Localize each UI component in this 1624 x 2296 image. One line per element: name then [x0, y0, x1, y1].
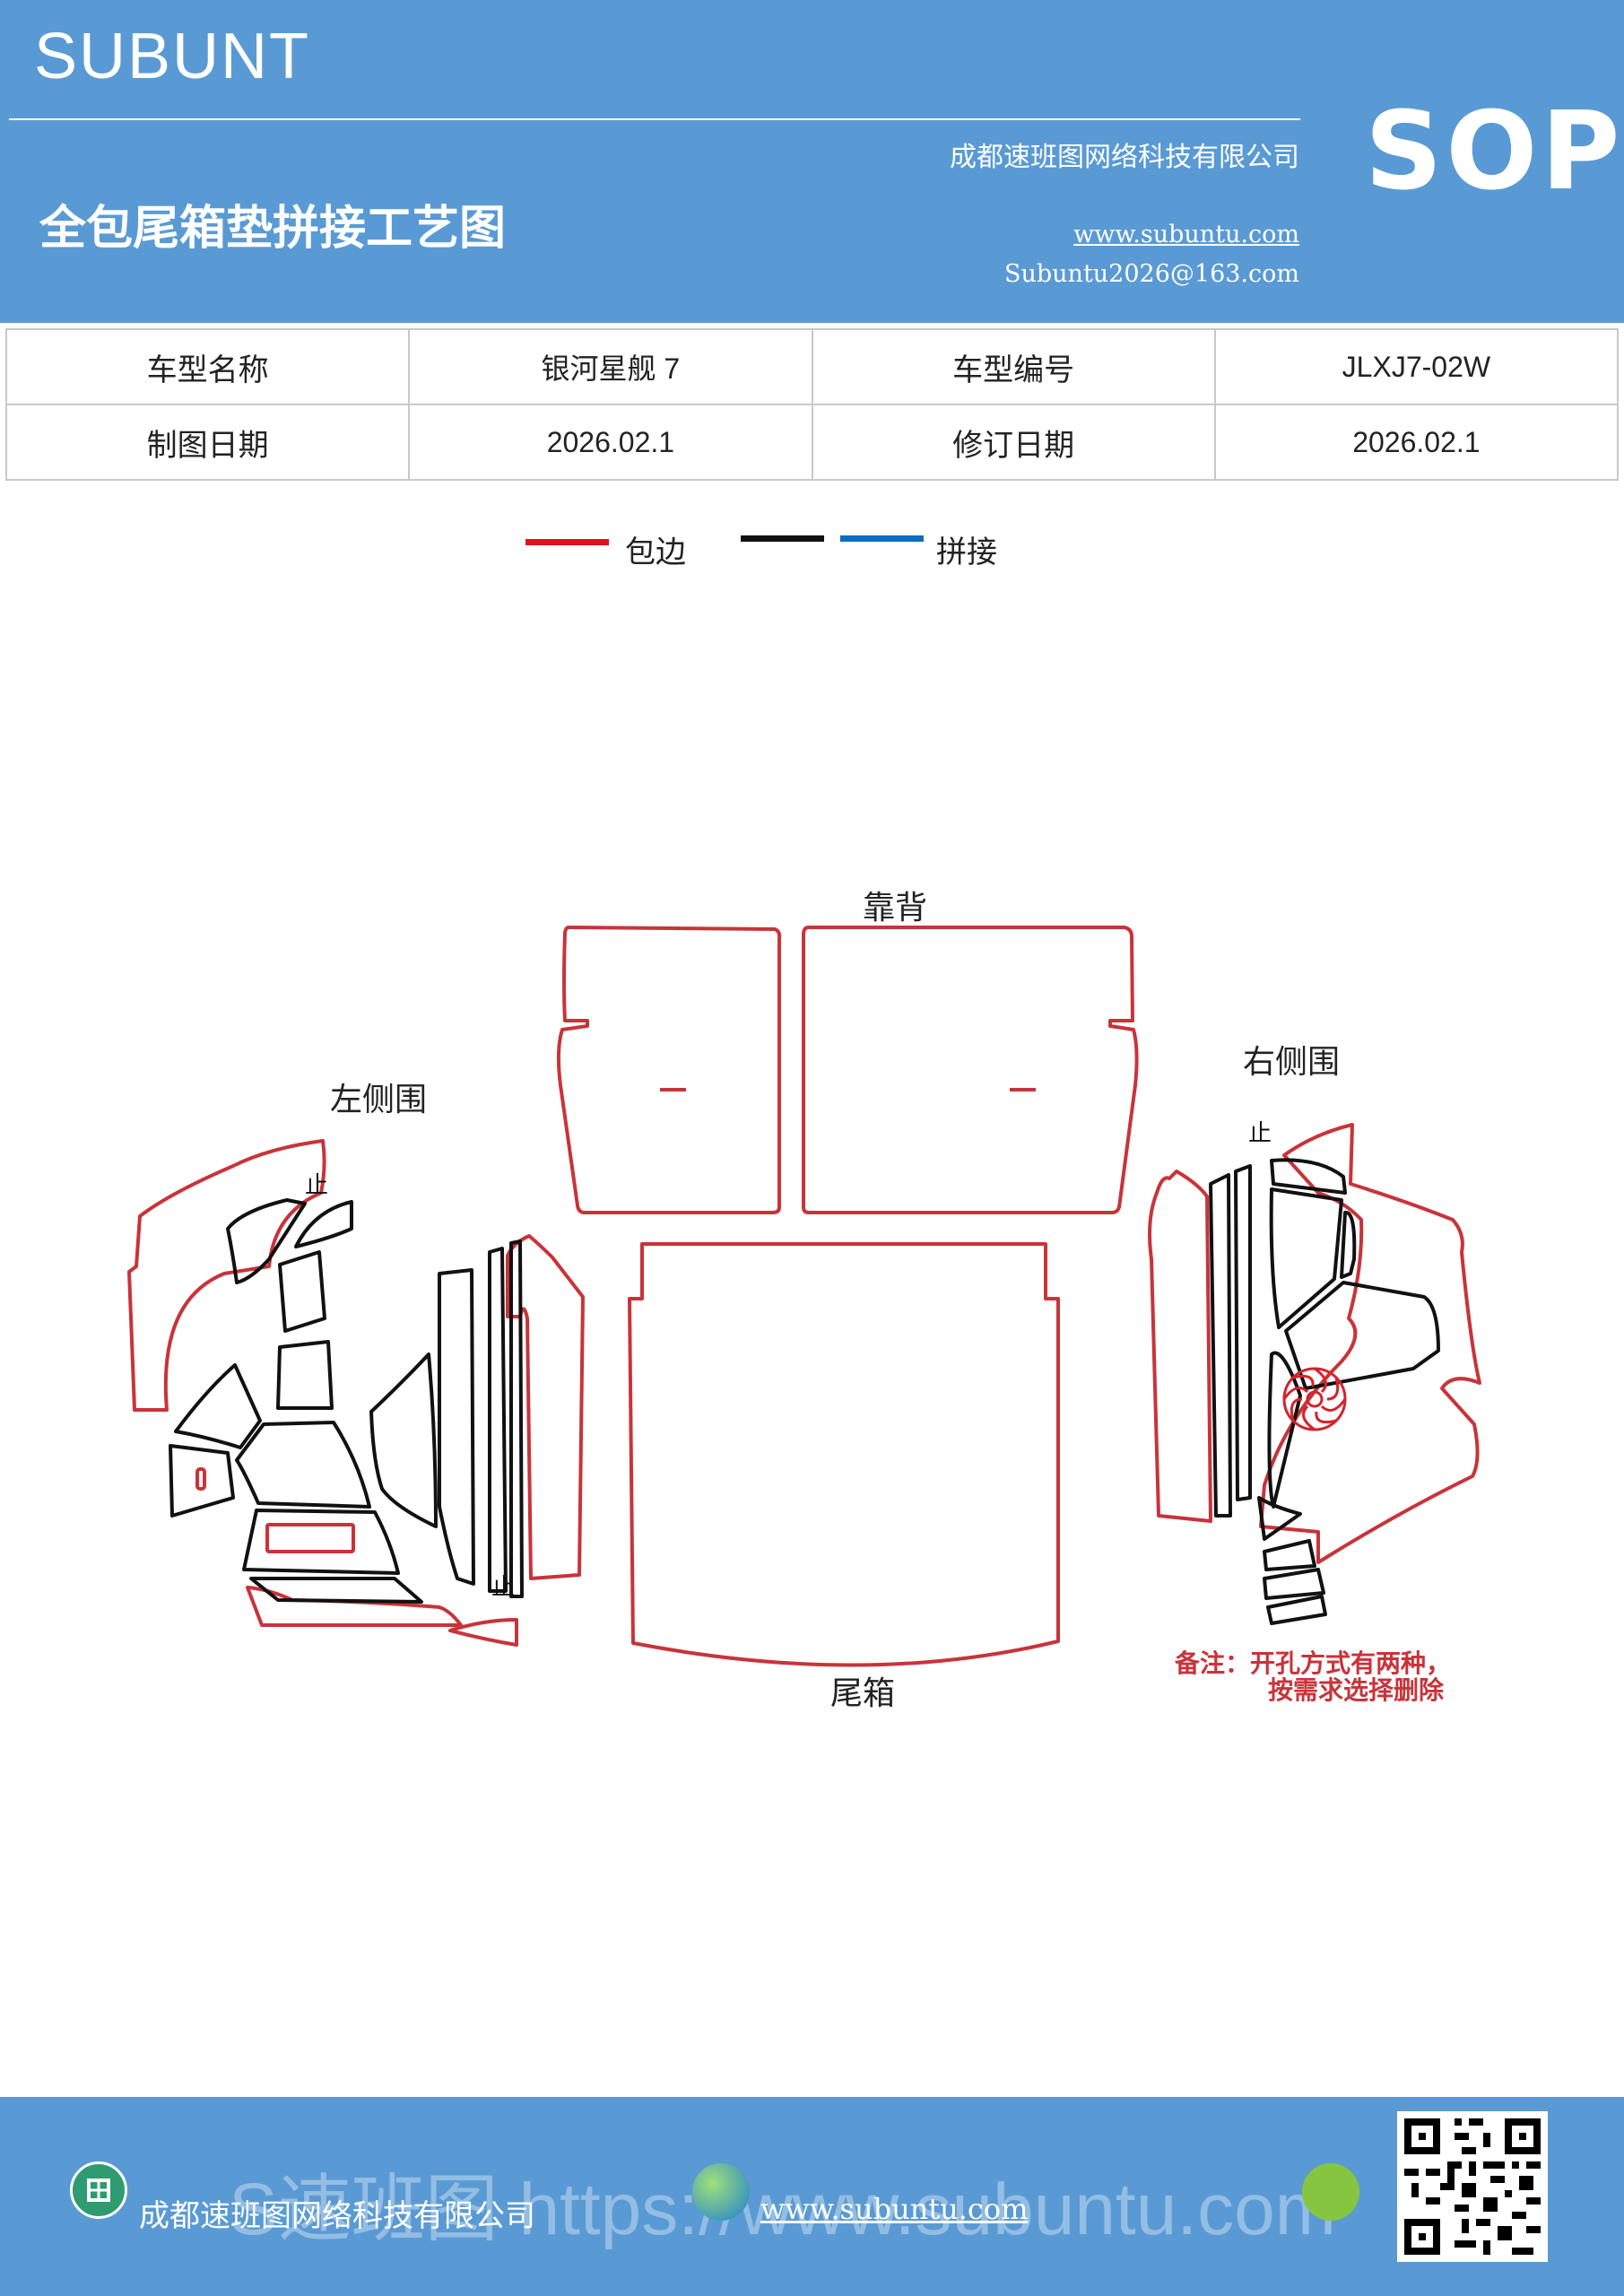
- company-name: 成都速班图网络科技有限公司: [950, 142, 1299, 173]
- table-cell-label: 车型名称: [4, 328, 411, 405]
- website-link[interactable]: www.subuntu.com: [1073, 221, 1299, 248]
- qr-code-image: [1397, 2111, 1548, 2262]
- stop-mark-left-top: 止: [305, 1172, 328, 1199]
- backrest-right-panel: [802, 926, 1139, 1214]
- left-seam-panel-h: [242, 1509, 400, 1575]
- brand-logo-text: SUBUNT: [34, 21, 311, 92]
- footer-company-name: 成都速班图网络科技有限公司: [139, 2198, 535, 2234]
- table-cell-label: 修订日期: [811, 404, 1216, 481]
- table-cell-value: JLXJ7-02W: [1213, 328, 1620, 405]
- table-row: 制图日期 2026.02.1 修订日期 2026.02.1: [4, 404, 1620, 481]
- header-divider: [9, 118, 1300, 120]
- legend-edge-label: 包边: [625, 535, 686, 570]
- left-side-hole-slot: [195, 1467, 206, 1491]
- left-side-edge: [127, 1139, 326, 1412]
- company-building-icon: [70, 2161, 127, 2219]
- right-seam-panel-j: [1209, 1173, 1232, 1518]
- note-line-2: 按需求选择删除: [1268, 1675, 1445, 1705]
- footer-website-link[interactable]: www.subuntu.com: [760, 2192, 1029, 2226]
- vehicle-info-table: 车型名称 银河星舰 7 车型编号 JLXJ7-02W 制图日期 2026.02.…: [4, 328, 1620, 481]
- right-side-edge: [1259, 1123, 1481, 1564]
- left-side-edge-strip: [506, 1234, 585, 1580]
- legend-seam-black-line: [741, 535, 824, 542]
- footer-banner: S速班图 https://www.subuntu.com 成都速班图网络科技有限…: [0, 2097, 1624, 2296]
- left-seam-panel-k: [488, 1247, 508, 1593]
- left-seam-panel-m: [249, 1577, 423, 1604]
- right-seam-panel-e: [1267, 1351, 1302, 1509]
- table-cell-value: 2026.02.1: [408, 404, 813, 481]
- legend-seam-blue-line: [840, 535, 924, 542]
- left-seam-panel-c: [278, 1250, 326, 1333]
- right-seam-panel-d: [1284, 1281, 1440, 1390]
- right-seam-panel-b: [1269, 1187, 1343, 1329]
- backrest-label: 靠背: [863, 890, 927, 926]
- table-cell-label: 车型编号: [811, 328, 1216, 405]
- right-seam-panel-a: [1270, 1158, 1347, 1195]
- right-seam-panel-c: [1340, 1211, 1357, 1279]
- left-side-hole-bar: [265, 1523, 355, 1553]
- left-side-edge-tip: [448, 1618, 518, 1647]
- right-seam-panel-h: [1263, 1568, 1325, 1600]
- sop-badge: SOP: [1365, 90, 1624, 214]
- stop-mark-right-top: 止: [1248, 1120, 1272, 1147]
- left-seam-panel-i: [369, 1352, 438, 1528]
- right-seam-panel-i: [1266, 1595, 1327, 1625]
- right-side-edge-strip: [1148, 1170, 1212, 1523]
- right-seam-panel-g: [1263, 1539, 1316, 1571]
- left-seam-panel-g: [235, 1421, 371, 1509]
- legend-seam-label: 拼接: [936, 535, 997, 570]
- wechat-icon: [1302, 2163, 1359, 2221]
- table-cell-value: 银河星舰 7: [408, 328, 813, 405]
- left-seam-panel-j: [438, 1268, 475, 1586]
- globe-icon: [692, 2163, 750, 2221]
- table-row: 车型名称 银河星舰 7 车型编号 JLXJ7-02W: [4, 328, 1620, 405]
- hole-marking-icon: [1282, 1367, 1347, 1431]
- left-seam-panel-e: [174, 1363, 262, 1449]
- note-line-1: 备注：开孔方式有两种，: [1174, 1648, 1451, 1678]
- email-address[interactable]: Subuntu2026@163.com: [1004, 260, 1299, 288]
- left-side-edge-bottom: [246, 1586, 463, 1627]
- footer-watermark: S速班图 https://www.subuntu.com: [229, 2169, 1337, 2250]
- right-side-label: 右侧围: [1243, 1044, 1340, 1081]
- table-cell-label: 制图日期: [4, 404, 411, 481]
- left-seam-panel-f: [169, 1444, 235, 1518]
- right-seam-panel-f: [1257, 1496, 1302, 1541]
- left-side-label: 左侧围: [330, 1082, 427, 1118]
- header-banner: SUBUNT 全包尾箱垫拼接工艺图 成都速班图网络科技有限公司 www.subu…: [0, 0, 1624, 323]
- document-title: 全包尾箱垫拼接工艺图: [39, 202, 507, 256]
- left-seam-panel-l: [509, 1239, 524, 1598]
- trunk-floor-panel: [628, 1242, 1060, 1667]
- legend-edge-line: [525, 539, 609, 545]
- trunk-label: 尾箱: [830, 1675, 895, 1712]
- stop-mark-left-bottom: 止: [491, 1574, 515, 1601]
- left-seam-panel-b: [294, 1200, 353, 1248]
- table-cell-value: 2026.02.1: [1213, 404, 1620, 481]
- right-seam-panel-k: [1234, 1164, 1252, 1501]
- left-seam-panel-d: [276, 1340, 334, 1410]
- left-seam-panel-a: [226, 1198, 307, 1284]
- backrest-left-panel: [556, 926, 782, 1214]
